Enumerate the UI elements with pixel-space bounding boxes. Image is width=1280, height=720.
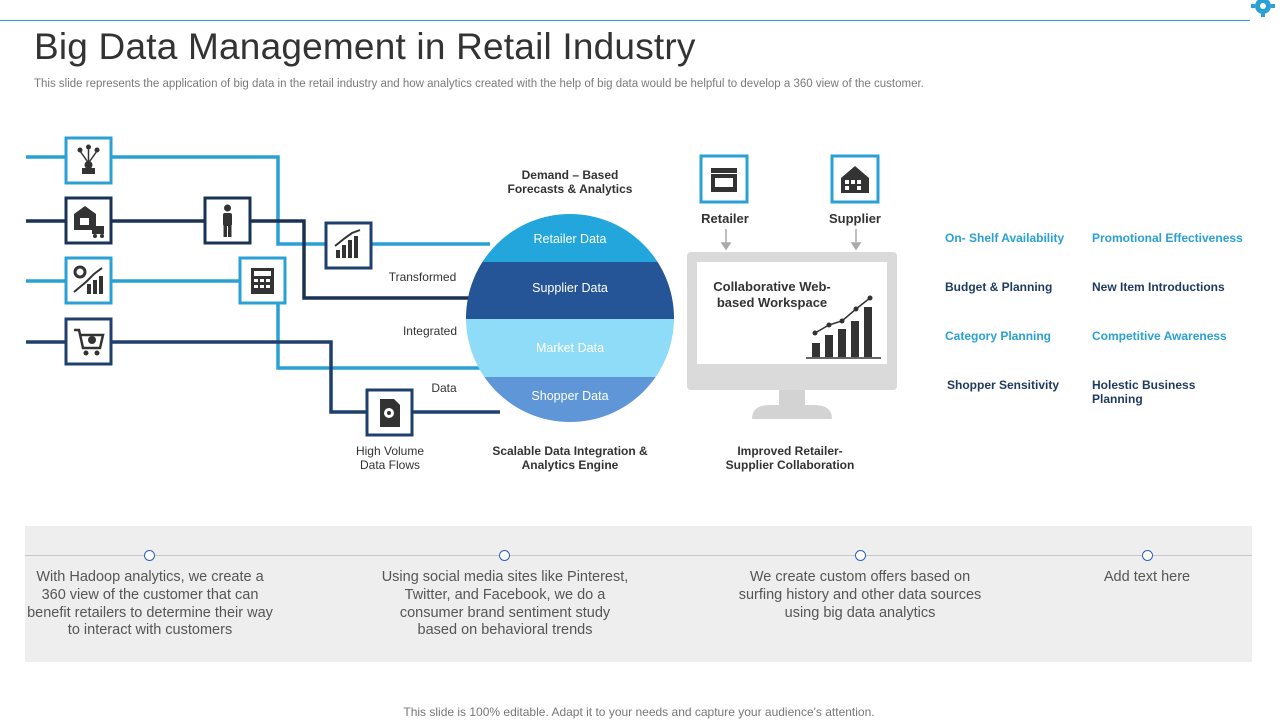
benefit-new-item-introductions: New Item Introductions — [1092, 280, 1225, 294]
timeline-dot-1 — [144, 550, 155, 561]
header-rule — [0, 20, 1250, 21]
segment-label-market: Market Data — [535, 341, 605, 355]
benefit-shopper-sensitivity: Shopper Sensitivity — [947, 378, 1060, 392]
timeline-dot-3 — [855, 550, 866, 561]
flow-line-3 — [26, 279, 485, 370]
flow-line-1 — [26, 155, 490, 246]
circle-bottom-label: Scalable Data Integration & Analytics En… — [492, 444, 648, 472]
info-panel — [25, 526, 1252, 662]
panel-timeline — [25, 555, 1252, 556]
storefront-icon — [699, 154, 749, 204]
retailer-label: Retailer — [701, 211, 749, 226]
gear-icon — [1251, 0, 1275, 17]
benefit-holestic-business-planning: Holestic Business Planning — [1092, 378, 1196, 406]
flow-label-integrated: Integrated — [402, 324, 458, 338]
segment-label-supplier: Supplier Data — [532, 281, 608, 295]
footer-note: This slide is 100% editable. Adapt it to… — [403, 705, 875, 719]
page-subtitle: This slide represents the application of… — [34, 78, 924, 90]
network-icon — [64, 136, 113, 185]
document-icon — [365, 388, 414, 437]
data-flow-diagram — [26, 136, 897, 437]
flow-line-4 — [26, 340, 500, 414]
house-icon — [830, 154, 880, 204]
gears-chart-icon — [64, 256, 113, 305]
cart-icon — [64, 317, 113, 366]
page-title: Big Data Management in Retail Industry — [34, 26, 696, 67]
benefit-on-shelf-availability: On- Shelf Availability — [945, 231, 1065, 245]
benefit-promotional-effectiveness: Promotional Effectiveness — [1092, 231, 1243, 245]
panel-text-4: Add text here — [1103, 569, 1191, 585]
monitor-caption: Improved Retailer- Supplier Collaboratio… — [725, 444, 855, 472]
panel-text-1: With Hadoop analytics, we create a 360 v… — [27, 569, 273, 639]
person-icon — [203, 196, 252, 245]
panel-text-3: We create custom offers based on surfing… — [738, 569, 982, 621]
segment-label-shopper: Shopper Data — [531, 389, 609, 403]
flow-line-2 — [26, 219, 480, 300]
market-data-segment — [466, 319, 674, 377]
benefit-category-planning: Category Planning — [945, 329, 1052, 343]
calculator-icon — [238, 256, 287, 305]
supplier-label: Supplier — [828, 211, 881, 226]
flow-label-high-volume: High Volume Data Flows — [355, 444, 425, 472]
timeline-dot-2 — [499, 550, 510, 561]
panel-text-2: Using social media sites like Pinterest,… — [381, 569, 629, 639]
flow-label-data: Data — [431, 381, 457, 395]
bar-chart-icon — [806, 295, 881, 359]
timeline-dot-4 — [1142, 550, 1153, 561]
benefit-budget-planning: Budget & Planning — [945, 280, 1053, 294]
segment-label-retailer: Retailer Data — [533, 232, 607, 246]
growth-chart-icon — [324, 221, 373, 270]
store-truck-icon — [64, 196, 113, 245]
flow-label-transformed: Transformed — [388, 270, 457, 284]
workspace-title: Collaborative Web- based Workspace — [713, 279, 831, 310]
benefit-competitive-awareness: Competitive Awareness — [1092, 329, 1227, 343]
supplier-data-segment — [466, 262, 674, 319]
circle-top-label: Demand – Based Forecasts & Analytics — [507, 168, 633, 196]
